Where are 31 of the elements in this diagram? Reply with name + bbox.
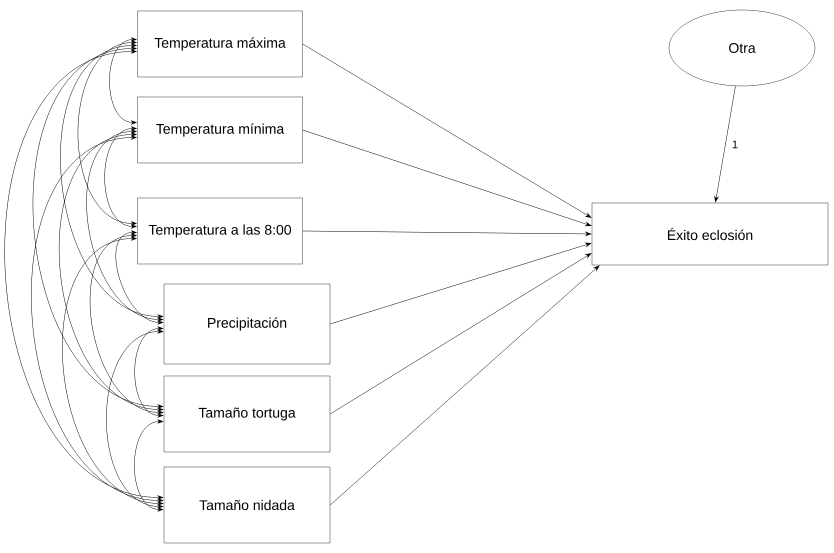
- covariance-arrow: [59, 132, 164, 412]
- path-arrow: [714, 86, 736, 202]
- variable-box: Precipitación: [164, 284, 330, 364]
- covariance-arrow: [116, 230, 164, 325]
- covariance-arrow: [90, 233, 164, 415]
- edge-label: 1: [732, 140, 738, 148]
- covariance-arrow: [134, 326, 164, 418]
- covariance-arrow: [106, 329, 164, 509]
- covariance-arrow: [32, 135, 164, 503]
- variable-box: Temperatura máxima: [137, 10, 303, 78]
- variable-box: Tamaño tortuga: [164, 376, 330, 452]
- covariance-arrow: [5, 49, 164, 500]
- ellipse-node: Otra: [668, 10, 816, 86]
- path-arrow: [330, 253, 592, 414]
- covariance-arrow: [78, 40, 137, 226]
- path-arrow: [330, 242, 592, 324]
- path-arrow: [302, 44, 592, 218]
- variable-box: Tamaño nidada: [164, 466, 330, 544]
- path-arrow: [302, 130, 592, 226]
- covariance-arrow: [104, 126, 137, 229]
- variable-box: Éxito eclosión: [592, 202, 828, 266]
- covariance-arrow: [33, 46, 164, 409]
- covariance-arrow: [109, 37, 137, 125]
- path-arrow: [330, 265, 600, 506]
- path-arrow: [302, 230, 592, 236]
- covariance-arrow: [62, 236, 164, 506]
- covariance-arrow: [86, 129, 164, 322]
- covariance-arrow: [134, 419, 164, 512]
- variable-box: Temperatura a las 8:00: [137, 198, 303, 264]
- covariance-arrow: [60, 43, 164, 319]
- variable-box: Temperatura mínima: [137, 96, 303, 164]
